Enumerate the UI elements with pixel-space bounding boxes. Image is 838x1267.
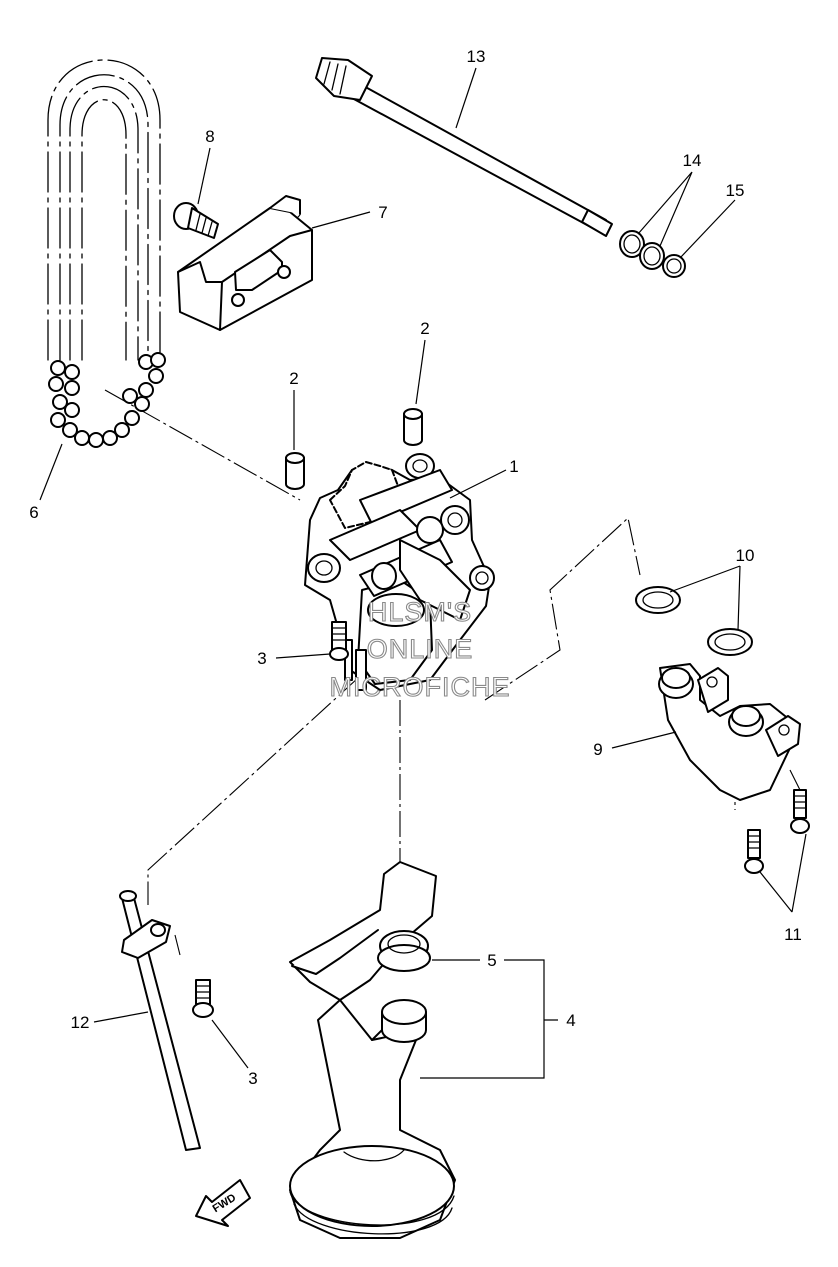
callout-7: 7 (378, 203, 387, 222)
pipe-gaskets (635, 586, 753, 656)
callout-9: 9 (593, 740, 602, 759)
callout-13: 13 (467, 47, 486, 66)
callout-12: 12 (71, 1013, 90, 1032)
callout-11: 11 (784, 925, 802, 944)
callout-10: 10 (736, 546, 755, 565)
pump-bolt-upper (329, 621, 349, 661)
callout-6: 6 (29, 503, 38, 522)
watermark-line-1: HLSM'S (368, 597, 472, 627)
oil-strainer (289, 861, 456, 1239)
guide-bolt (173, 202, 219, 239)
callout-3-upper: 3 (257, 649, 266, 668)
pipe-bolts (744, 789, 810, 874)
callout-2-lower: 2 (289, 369, 298, 388)
watermark: HLSM'S ONLINE MICROFICHE (329, 596, 511, 702)
callout-3-lower: 3 (248, 1069, 257, 1088)
drive-chain (47, 59, 166, 448)
callout-5: 5 (487, 951, 496, 970)
strainer-bolt (192, 979, 214, 1018)
chain-guide (177, 195, 313, 331)
oil-pump-assembly (304, 453, 495, 691)
watermark-line-2: ONLINE (367, 634, 474, 664)
forward-direction-arrow: FWD (195, 1179, 251, 1227)
chain-links (48, 352, 166, 448)
oil-pipe (119, 890, 201, 1151)
callout-4: 4 (566, 1011, 575, 1030)
callout-2-upper: 2 (420, 319, 429, 338)
oil-delivery-pipe (658, 663, 801, 801)
callout-labels: 13 8 7 14 15 2 2 1 6 3 10 9 11 5 4 12 3 (29, 47, 802, 1088)
callout-1: 1 (509, 457, 518, 476)
leader-lines (39, 67, 807, 1079)
callout-14: 14 (683, 151, 702, 170)
pump-shaft (315, 57, 613, 237)
watermark-line-3: MICROFICHE (330, 672, 511, 702)
dowel-pins (285, 408, 423, 490)
callout-8: 8 (205, 127, 214, 146)
o-rings (619, 230, 686, 278)
callout-15: 15 (726, 181, 745, 200)
